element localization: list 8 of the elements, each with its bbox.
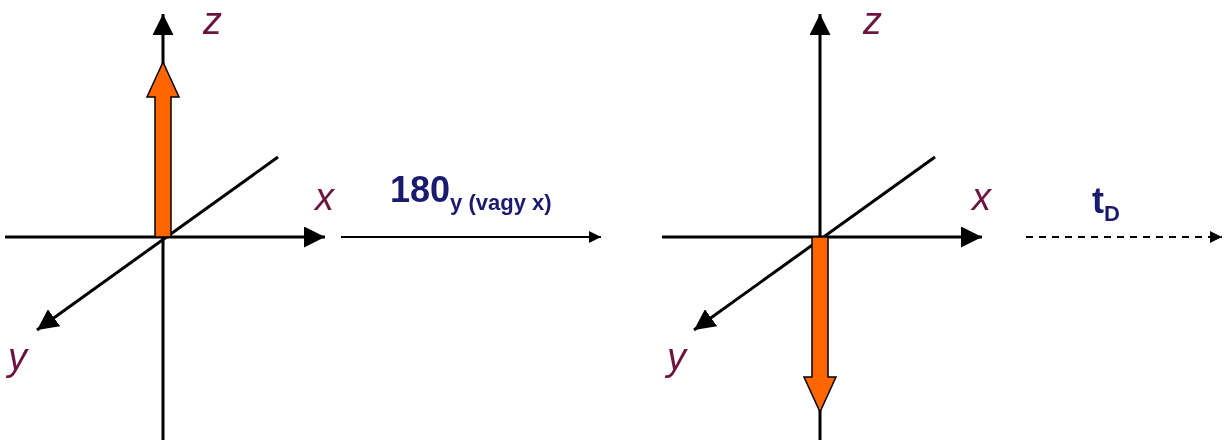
axis-label: y [8,338,27,376]
axis-label: x [972,178,991,216]
arrow [340,231,602,243]
axis-label: z [203,2,222,40]
axis-label: x [315,178,334,216]
axis-label: y [667,338,686,376]
axis-label: z [863,2,882,40]
arrow [1025,231,1223,243]
